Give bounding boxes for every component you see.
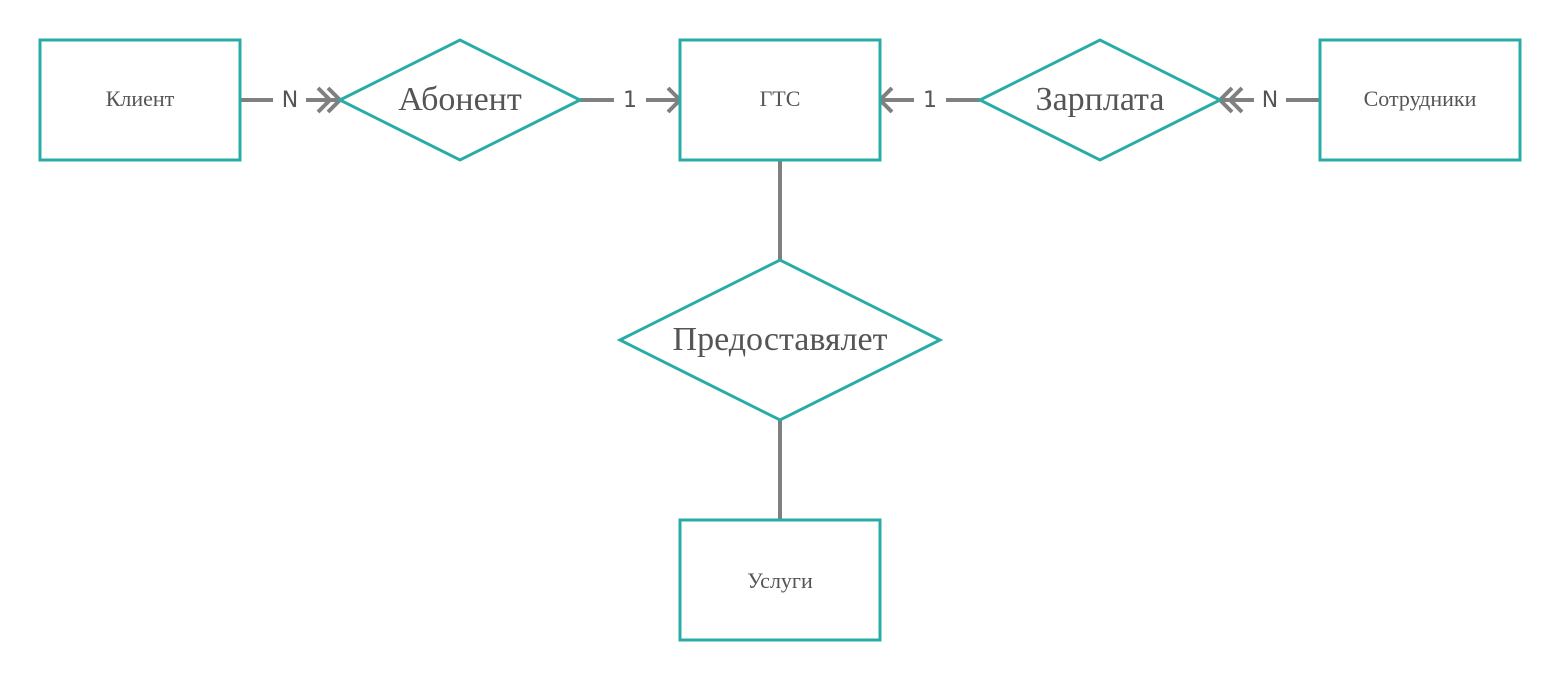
- relationship-provides[interactable]: Предоставялет: [616, 258, 944, 422]
- many-arrow-salary-2: [1227, 86, 1244, 114]
- cardinality-salary-employees: N: [1262, 88, 1278, 113]
- entity-services-label: Услуги: [747, 568, 813, 593]
- many-arrow-subscriber-1: [316, 86, 333, 114]
- relationship-subscriber-label: Абонент: [398, 81, 522, 118]
- cardinality-client-subscriber: N: [282, 88, 298, 113]
- entity-client[interactable]: Клиент: [38, 38, 242, 162]
- cardinality-gts-salary: 1: [923, 88, 937, 113]
- cardinality-labels: N 1 1 N: [282, 88, 1278, 113]
- entity-employees-label: Сотрудники: [1364, 86, 1477, 111]
- relationship-provides-label: Предоставялет: [673, 321, 888, 358]
- entity-services[interactable]: Услуги: [678, 518, 882, 642]
- entity-gts[interactable]: ГТС: [678, 38, 882, 162]
- entity-employees[interactable]: Сотрудники: [1318, 38, 1522, 162]
- relationship-subscriber[interactable]: Абонент: [336, 38, 584, 162]
- relationship-salary-label: Зарплата: [1036, 81, 1165, 118]
- entity-gts-label: ГТС: [760, 86, 801, 111]
- entity-client-label: Клиент: [106, 86, 175, 111]
- relationship-salary[interactable]: Зарплата: [976, 38, 1224, 162]
- cardinality-subscriber-gts: 1: [623, 88, 637, 113]
